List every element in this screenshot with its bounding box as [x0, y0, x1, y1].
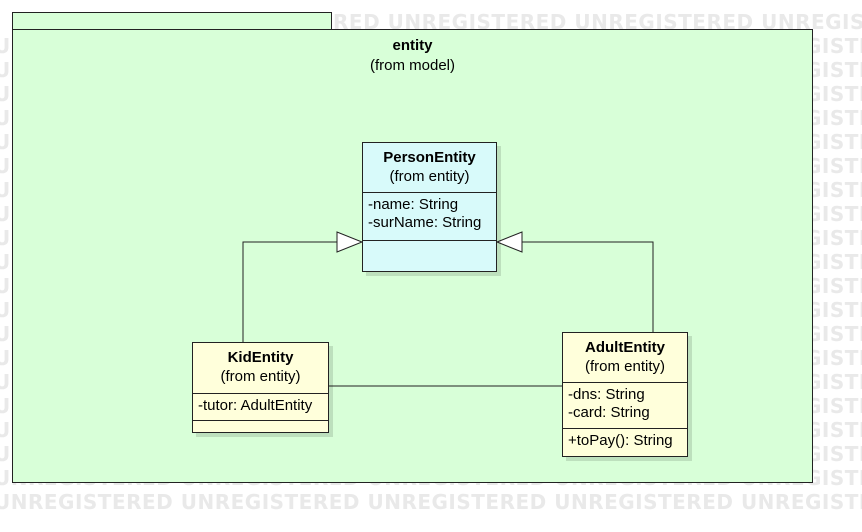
generalization-arrowhead-adult	[495, 231, 523, 253]
attributes-compartment: -tutor: AdultEntity	[193, 394, 328, 421]
operation-topay: +toPay(): String	[568, 432, 673, 449]
class-origin: (from entity)	[389, 168, 470, 185]
operations-compartment	[193, 421, 328, 426]
class-header: KidEntity (from entity)	[193, 343, 328, 394]
generalization-adult-to-person[interactable]	[522, 241, 654, 332]
class-name: KidEntity	[227, 349, 294, 366]
attribute-tutor: -tutor: AdultEntity	[198, 397, 313, 414]
class-kid-entity[interactable]: KidEntity (from entity) -tutor: AdultEnt…	[192, 342, 329, 433]
package-tab	[12, 12, 332, 29]
attribute-surname: -surName: String	[368, 214, 482, 231]
class-header: PersonEntity (from entity)	[363, 143, 496, 193]
class-header: AdultEntity (from entity)	[563, 333, 687, 383]
class-origin: (from entity)	[584, 358, 665, 375]
class-person-entity[interactable]: PersonEntity (from entity) -name: String…	[362, 142, 497, 272]
attribute-name: -name: String	[368, 196, 459, 213]
class-name: PersonEntity	[383, 149, 476, 166]
package-origin: (from model)	[369, 57, 455, 74]
operations-compartment: +toPay(): String	[563, 429, 687, 452]
operations-compartment	[363, 241, 496, 246]
class-origin: (from entity)	[220, 368, 301, 385]
attribute-card: -card: String	[568, 404, 650, 421]
attributes-compartment: -dns: String -card: String	[563, 383, 687, 429]
watermark-line: UNREGISTERED UNREGISTERED UNREGISTERED U…	[0, 490, 862, 514]
attributes-compartment: -name: String -surName: String	[363, 193, 496, 241]
class-name: AdultEntity	[585, 339, 665, 356]
class-adult-entity[interactable]: AdultEntity (from entity) -dns: String -…	[562, 332, 688, 457]
generalization-kid-to-person[interactable]	[242, 241, 337, 342]
attribute-dns: -dns: String	[568, 386, 645, 403]
generalization-arrowhead-kid	[336, 231, 364, 253]
package-title: entity	[392, 37, 433, 54]
